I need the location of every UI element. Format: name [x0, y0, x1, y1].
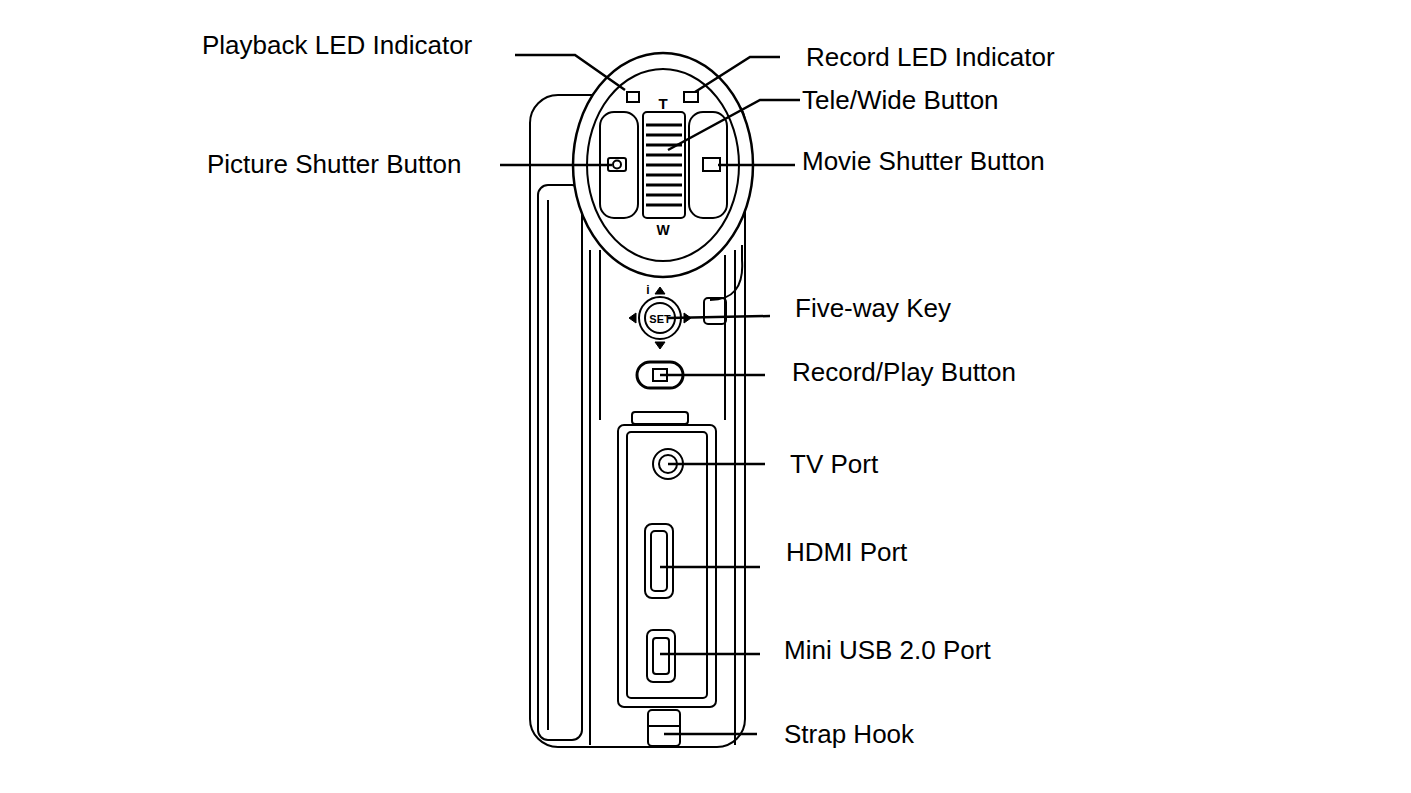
grip-edges — [600, 250, 725, 420]
set-button — [645, 303, 675, 333]
part-label: Playback LED Indicator — [202, 30, 472, 60]
playback-led — [627, 92, 639, 102]
port-bay — [627, 432, 707, 698]
device-marking: W — [656, 223, 669, 237]
usb-socket — [653, 638, 669, 674]
movie-icon — [703, 158, 720, 171]
device-marking: T — [658, 96, 667, 111]
leader-lines — [500, 55, 800, 734]
hdmi-port — [645, 524, 673, 598]
part-label: Tele/Wide Button — [802, 85, 999, 115]
part-label: Movie Shutter Button — [802, 146, 1045, 176]
rocker-ridges — [646, 125, 682, 205]
part-label: HDMI Port — [786, 537, 907, 567]
door-latch — [632, 412, 688, 424]
zoom-rocker — [643, 112, 685, 218]
part-label: Five-way Key — [795, 293, 951, 323]
strap-hook-bar — [648, 725, 680, 727]
usb-port — [647, 630, 675, 682]
body-edge — [589, 250, 591, 745]
grip-detail — [704, 298, 726, 324]
part-label: Record/Play Button — [792, 357, 1016, 387]
camera-body — [530, 95, 745, 747]
record-led — [684, 92, 698, 102]
part-label: TV Port — [790, 449, 878, 479]
device-marking: SET — [649, 314, 670, 325]
lcd-panel — [538, 185, 582, 740]
device-marking: i — [646, 284, 649, 296]
camera-icon-lens — [613, 161, 621, 169]
panel-edge — [547, 200, 549, 730]
part-label: Picture Shutter Button — [207, 149, 461, 179]
part-label: Record LED Indicator — [806, 42, 1055, 72]
body-edge — [734, 250, 736, 745]
part-label: Mini USB 2.0 Port — [784, 635, 991, 665]
strap-hook — [648, 710, 680, 746]
part-label: Strap Hook — [784, 719, 914, 749]
hdmi-socket — [651, 531, 667, 591]
